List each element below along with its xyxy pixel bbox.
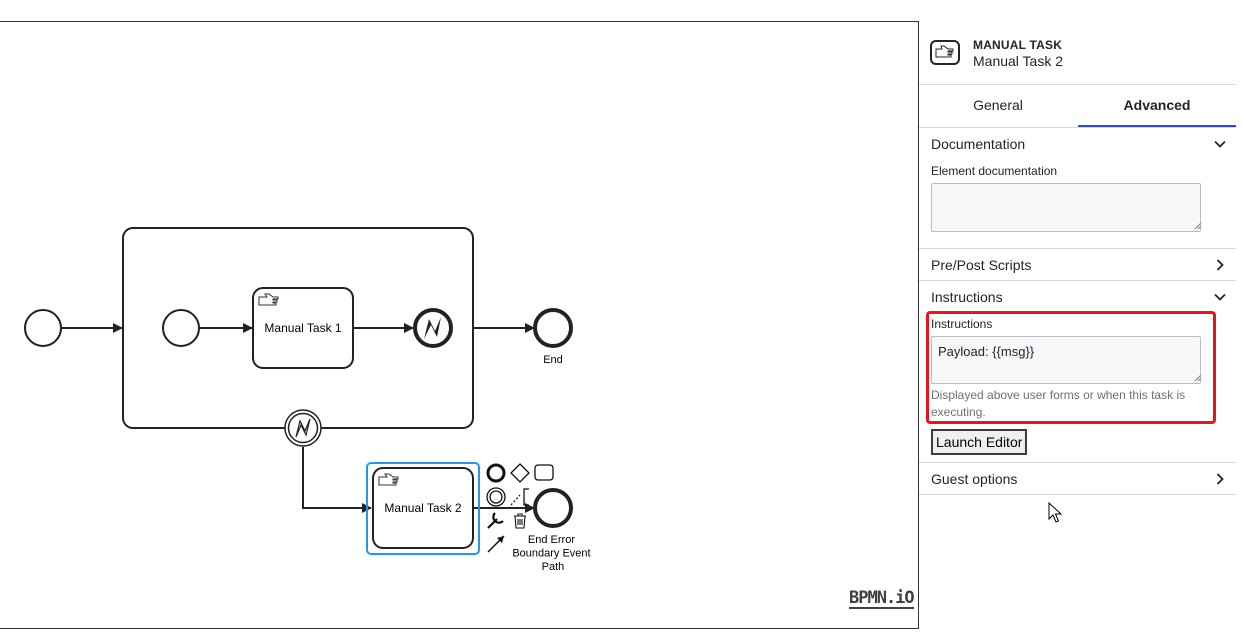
resize-handle-icon[interactable] bbox=[1194, 222, 1202, 230]
manual-task-2[interactable]: Manual Task 2 bbox=[366, 462, 480, 555]
resize-handle-icon[interactable] bbox=[1194, 374, 1202, 382]
group-title: Pre/Post Scripts bbox=[931, 257, 1032, 273]
manual-task-1[interactable]: Manual Task 1 bbox=[252, 287, 354, 369]
change-type-wrench-icon bbox=[487, 512, 504, 529]
tab-general[interactable]: General bbox=[973, 97, 1023, 113]
selection-outline bbox=[366, 462, 480, 555]
properties-panel: MANUAL TASK Manual Task 2 General Advanc… bbox=[919, 21, 1236, 627]
append-gateway-icon bbox=[510, 463, 530, 483]
end-event-label: End bbox=[543, 354, 563, 366]
group-title: Guest options bbox=[931, 471, 1018, 487]
start-event[interactable] bbox=[24, 309, 62, 347]
group-title: Instructions bbox=[931, 289, 1003, 305]
group-title: Documentation bbox=[931, 136, 1026, 152]
text-annotation-icon bbox=[523, 488, 529, 506]
task-label: Manual Task 1 bbox=[264, 321, 341, 335]
documentation-label: Element documentation bbox=[931, 164, 1058, 178]
context-pad[interactable] bbox=[486, 463, 554, 553]
documentation-textarea[interactable] bbox=[931, 183, 1201, 232]
element-type: MANUAL TASK bbox=[973, 38, 1063, 52]
divider bbox=[919, 462, 1236, 463]
instructions-description: Displayed above user forms or when this … bbox=[931, 388, 1186, 419]
flow-boundary-to-task2 bbox=[302, 447, 372, 513]
element-name: Manual Task 2 bbox=[973, 53, 1064, 69]
connect-dotted-icon bbox=[510, 494, 521, 506]
mouse-pointer-icon bbox=[1048, 502, 1062, 523]
highlight-box bbox=[926, 311, 1216, 424]
error-end-event[interactable] bbox=[413, 308, 453, 348]
chevron-down-icon bbox=[1214, 140, 1226, 148]
divider bbox=[919, 280, 1236, 281]
inner-start-event[interactable] bbox=[162, 309, 200, 347]
end-error-label-line3: Path bbox=[542, 561, 565, 573]
chevron-right-icon bbox=[1216, 473, 1224, 485]
append-task-icon bbox=[534, 464, 554, 481]
instructions-label: Instructions bbox=[931, 317, 993, 331]
bpmn-canvas[interactable]: Manual Task 1 End Manual Task 2 bbox=[0, 21, 919, 629]
instructions-textarea[interactable]: Payload: {{msg}} bbox=[931, 336, 1201, 384]
lightning-icon bbox=[424, 317, 441, 339]
end-error-label-line2: Boundary Event bbox=[512, 548, 590, 560]
end-event[interactable]: End bbox=[533, 308, 573, 366]
group-guest-options-header[interactable]: Guest options bbox=[919, 463, 1236, 494]
end-error-label: End Error Boundary Event Path bbox=[512, 534, 593, 573]
launch-editor-button[interactable]: Launch Editor bbox=[931, 429, 1028, 455]
panel-header: MANUAL TASK Manual Task 2 bbox=[919, 21, 1236, 85]
group-scripts-header[interactable]: Pre/Post Scripts bbox=[919, 249, 1236, 280]
append-end-event-icon bbox=[486, 463, 506, 483]
chevron-down-icon bbox=[1214, 293, 1226, 301]
panel-tabs: General Advanced bbox=[919, 85, 1236, 128]
hand-icon bbox=[258, 293, 279, 306]
tab-advanced[interactable]: Advanced bbox=[1078, 85, 1236, 127]
task-label: Manual Task 2 bbox=[384, 501, 461, 515]
end-event-error-path[interactable]: End Error Boundary Event Path bbox=[512, 488, 593, 573]
group-documentation-header[interactable]: Documentation bbox=[919, 128, 1236, 159]
lightning-icon bbox=[295, 418, 311, 438]
manual-task-hand-icon bbox=[930, 40, 960, 65]
hand-icon bbox=[378, 473, 399, 486]
divider bbox=[919, 248, 1236, 249]
bpmn-io-logo[interactable]: BPMN.iO bbox=[849, 588, 915, 609]
error-boundary-event[interactable] bbox=[284, 409, 322, 447]
sequence-flows[interactable] bbox=[61, 323, 535, 513]
group-instructions-header[interactable]: Instructions bbox=[919, 281, 1236, 312]
chevron-right-icon bbox=[1216, 259, 1224, 271]
bpmn-diagram[interactable]: Manual Task 1 End Manual Task 2 bbox=[0, 21, 918, 629]
delete-trash-icon bbox=[514, 513, 526, 529]
divider bbox=[919, 494, 1236, 495]
end-error-label-line1: End Error bbox=[528, 534, 575, 546]
